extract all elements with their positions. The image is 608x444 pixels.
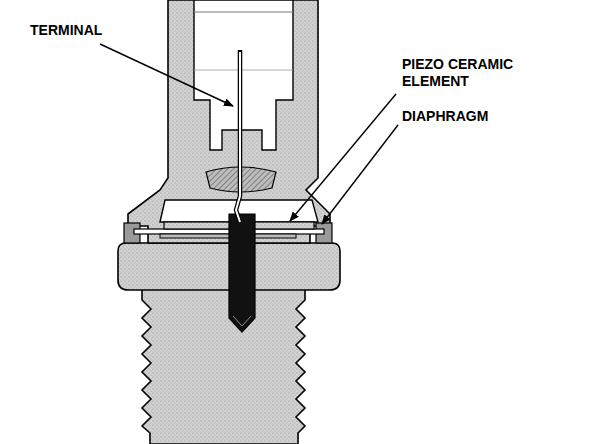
leader-line xyxy=(322,125,398,224)
stud-tip xyxy=(233,316,251,326)
terminal-pin xyxy=(236,52,240,222)
leader-line xyxy=(290,94,396,221)
leader-line xyxy=(100,44,233,106)
sensor-housing xyxy=(128,0,330,243)
socket-cavity xyxy=(194,0,293,150)
socket-rim xyxy=(194,70,293,71)
terminal-pin xyxy=(236,50,240,222)
threaded-shank xyxy=(142,288,305,444)
socket-rim xyxy=(194,12,293,13)
part-label: TERMINAL xyxy=(30,22,102,39)
part-label: PIEZO CERAMIC ELEMENT xyxy=(402,56,530,90)
center-stud xyxy=(229,214,255,332)
lower-plate xyxy=(160,234,296,238)
part-label: DIAPHRAGM xyxy=(402,108,488,125)
